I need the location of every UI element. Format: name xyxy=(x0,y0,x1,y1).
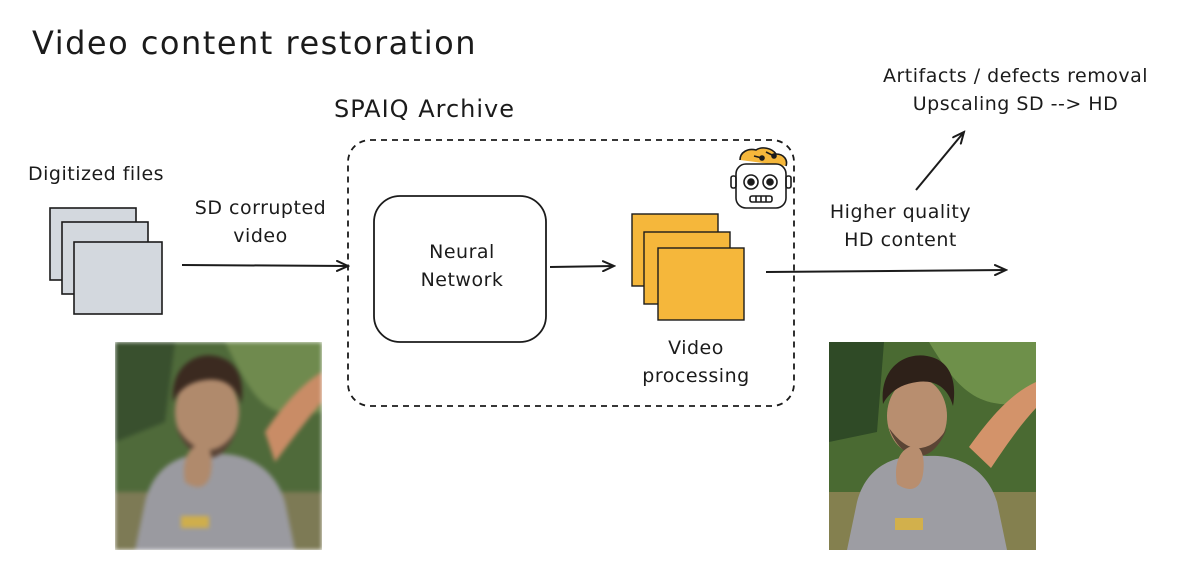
result-upscaling: Upscaling SD --> HD xyxy=(912,93,1119,115)
vp-label-line-1: Video xyxy=(668,337,724,359)
video-frames-stack xyxy=(631,213,745,321)
video-processing-label: Video processing xyxy=(624,334,768,390)
sd-corrupted-video-label: SD corrupted video xyxy=(178,194,343,250)
results-label: Artifacts / defects removal Upscaling SD… xyxy=(848,62,1183,118)
result-artifacts-removal: Artifacts / defects removal xyxy=(883,65,1148,87)
archive-title: SPAIQ Archive xyxy=(334,95,515,123)
hd-video-frame-photo xyxy=(829,342,1036,550)
nn-label-line-2: Network xyxy=(420,269,504,291)
digitized-files-label: Digitized files xyxy=(28,163,165,185)
arrow-input-to-archive xyxy=(181,265,348,266)
neural-network-box xyxy=(373,195,547,343)
vp-label-line-2: processing xyxy=(642,365,750,387)
archive-boundary xyxy=(347,139,795,407)
hq-label-line-2: HD content xyxy=(844,229,957,251)
arrow-nn-to-processing xyxy=(549,266,614,267)
neural-network-label: Neural Network xyxy=(378,238,546,294)
sd-video-frame-photo xyxy=(115,342,322,550)
hd-content-label: Higher quality HD content xyxy=(808,198,993,254)
digitized-files-stack xyxy=(49,207,163,315)
nn-label-line-1: Neural xyxy=(429,241,495,263)
hq-label-line-1: Higher quality xyxy=(829,201,972,223)
sd-label-line-2: video xyxy=(233,225,288,247)
video-frame-front xyxy=(657,247,745,321)
robot-brain-icon xyxy=(730,147,792,209)
page-title: Video content restoration xyxy=(32,24,478,62)
sd-label-line-1: SD corrupted xyxy=(194,197,327,219)
arrow-to-results xyxy=(915,132,964,191)
arrow-output xyxy=(765,270,1006,272)
file-page-front xyxy=(73,241,163,315)
